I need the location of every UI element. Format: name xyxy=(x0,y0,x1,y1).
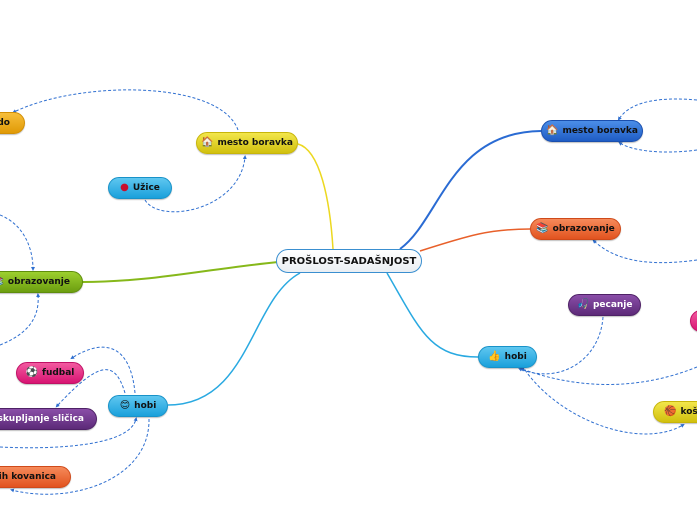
relation-link xyxy=(617,98,697,121)
central-topic[interactable]: PROŠLOST-SADAŠNJOST xyxy=(276,249,422,273)
relation-link xyxy=(592,239,697,264)
node-left-mesto-boravka[interactable]: 🏠 mesto boravka xyxy=(196,132,298,154)
node-label: mesto boravka xyxy=(217,138,293,148)
relation-link xyxy=(70,346,136,394)
basketball-icon: 🏀 xyxy=(664,406,677,417)
node-right-kosarka[interactable]: 🏀 koša xyxy=(653,401,697,423)
books-icon: 📚 xyxy=(536,223,549,234)
house-icon: 🏠 xyxy=(201,137,214,148)
node-label: Užice xyxy=(132,183,160,193)
relation-link xyxy=(520,366,697,385)
relation-link xyxy=(0,417,138,449)
node-label: hobi xyxy=(134,401,157,411)
relation-link xyxy=(0,293,41,346)
smiley-icon: 😊 xyxy=(119,400,131,411)
node-label: skupljanje sličica xyxy=(0,414,84,424)
books-icon: 📚 xyxy=(0,277,4,287)
node-right-pecanje[interactable]: 🎣 pecanje xyxy=(568,294,641,316)
relation-link xyxy=(144,155,247,213)
node-label: fudbal xyxy=(42,368,75,378)
node-left-grad[interactable]: do xyxy=(0,112,25,134)
node-label: do xyxy=(0,118,10,128)
branch-left-obrazovanje xyxy=(81,261,279,283)
thumbs-up-icon: 👍 xyxy=(488,351,501,362)
node-label: koša xyxy=(680,407,697,417)
node-right-obrazovanje[interactable]: 📚 obrazovanje xyxy=(530,218,621,240)
node-label: ranih kovanica xyxy=(0,472,56,482)
fishing-icon: 🎣 xyxy=(576,299,589,310)
relation-link xyxy=(524,369,685,435)
relation-link xyxy=(618,141,697,153)
node-label: obrazovanje xyxy=(552,224,615,234)
branch-right-mesto xyxy=(399,130,542,250)
central-topic-label: PROŠLOST-SADAŠNJOST xyxy=(281,255,417,267)
node-left-kovanice[interactable]: ranih kovanica xyxy=(0,466,71,488)
node-label: mesto boravka xyxy=(562,126,638,136)
node-left-uzice[interactable]: ● Užice xyxy=(108,177,172,199)
node-label: hobi xyxy=(504,352,527,362)
branch-left-hobi xyxy=(167,272,301,406)
relation-link xyxy=(10,418,150,495)
branch-right-obrazovanje xyxy=(419,228,531,252)
relation-link xyxy=(12,89,239,131)
node-left-obrazovanje[interactable]: 📚 obrazovanje xyxy=(0,271,83,293)
soccer-ball-icon: ⚽ xyxy=(25,367,39,378)
house-icon: 🏠 xyxy=(546,125,559,136)
serbia-flag-icon: ● xyxy=(120,182,129,193)
relation-link xyxy=(55,369,126,408)
branch-left-mesto xyxy=(297,143,334,250)
node-left-skupljanje-slicica[interactable]: 👀 skupljanje sličica xyxy=(0,408,97,430)
branch-right-hobi xyxy=(386,272,479,358)
node-right-mesto-boravka[interactable]: 🏠 mesto boravka xyxy=(541,120,643,142)
node-label: pecanje xyxy=(592,300,633,310)
node-left-hobi[interactable]: 😊 hobi xyxy=(108,395,168,417)
relation-link xyxy=(0,214,35,271)
node-label: obrazovanje xyxy=(7,277,70,287)
node-left-fudbal[interactable]: ⚽ fudbal xyxy=(16,362,84,384)
node-right-hobi[interactable]: 👍 hobi xyxy=(478,346,537,368)
